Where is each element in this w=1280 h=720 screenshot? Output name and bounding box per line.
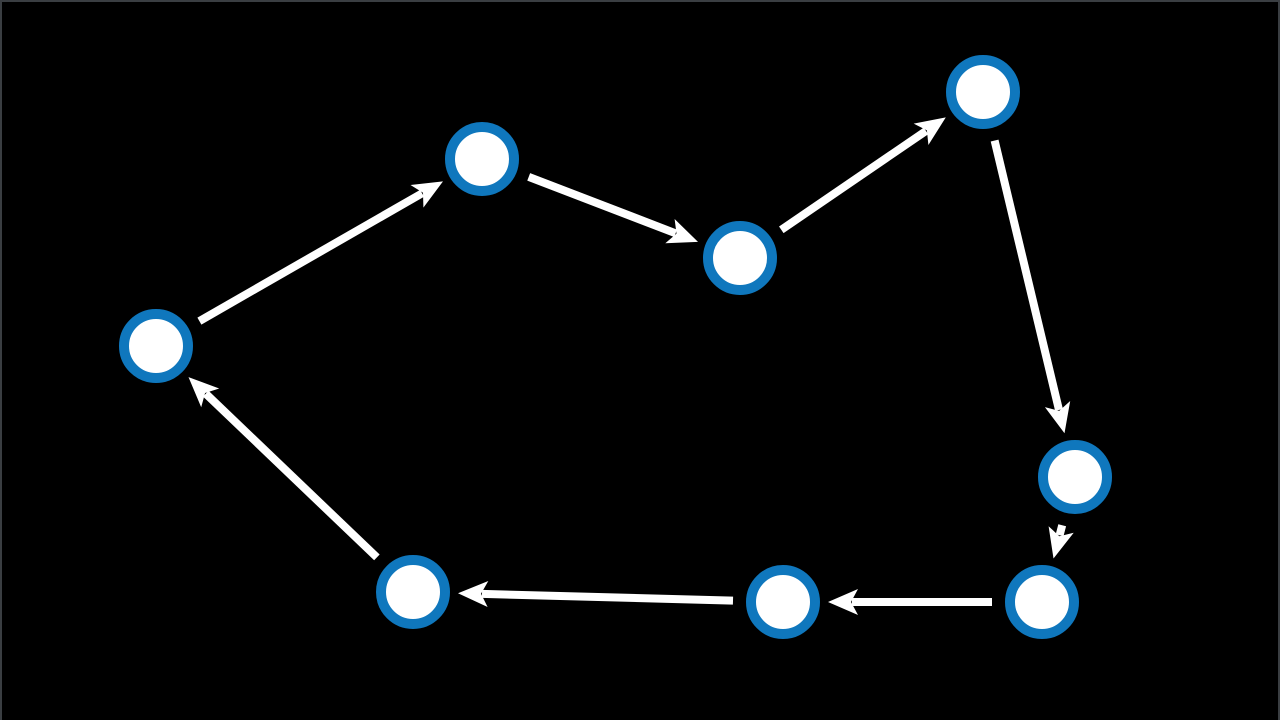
edge-line [203,390,380,561]
edge-n8-to-n1 [188,377,380,561]
edge-line [1055,524,1067,537]
arrowhead-icon [1048,526,1074,559]
graph-node-bottom-middle [746,565,820,639]
arrowhead-icon [665,219,698,244]
edges-layer [188,117,1074,615]
edge-line [779,127,929,234]
graph-node-bottom-right [1005,565,1079,639]
arrowhead-icon [1044,401,1071,434]
graph-node-upper-mid-left [445,122,519,196]
arrowhead-icon [913,117,946,145]
edge-line [481,589,734,605]
edge-n7-to-n8 [458,581,734,607]
arrowhead-icon [410,181,443,208]
edge-line [527,173,678,238]
edge-n6-to-n7 [828,589,992,615]
graph-node-top-right [946,55,1020,129]
arrowhead-icon [828,589,858,615]
edge-n3-to-n4 [779,117,946,234]
edge-line [990,139,1063,411]
graph-node-middle [703,221,777,295]
edge-n5-to-n6 [1048,524,1074,559]
graph-node-right [1038,440,1112,514]
edge-n2-to-n3 [527,173,698,244]
nodes-layer [119,55,1112,639]
edge-n1-to-n2 [197,181,443,325]
edge-line [197,189,425,325]
edge-n4-to-n5 [990,139,1071,434]
graph-node-bottom-left [376,555,450,629]
arrowhead-icon [458,581,489,607]
arrowhead-icon [188,377,220,408]
graph-node-left [119,309,193,383]
